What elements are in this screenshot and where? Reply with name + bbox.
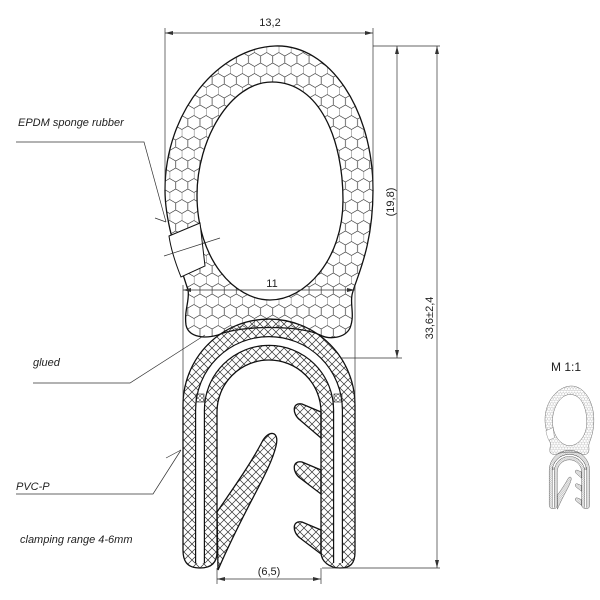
dim-top-width: 13,2: [259, 17, 280, 29]
dim-total-height: 33,6±2,4: [424, 297, 436, 340]
dimension-lines: [164, 28, 440, 584]
label-glued: glued: [33, 357, 61, 369]
scale-label: M 1:1: [551, 360, 581, 374]
label-pvc: PVC-P: [16, 481, 50, 493]
dim-neck-width: 11: [266, 278, 277, 290]
dim-opening: (6,5): [258, 566, 281, 578]
dim-bulb-height: (19,8): [385, 188, 397, 217]
label-epdm: EPDM sponge rubber: [18, 117, 125, 129]
leader-lines: [16, 141, 221, 495]
scale-thumbnail: [543, 384, 596, 511]
label-clamping-range: clamping range 4-6mm: [20, 534, 133, 546]
